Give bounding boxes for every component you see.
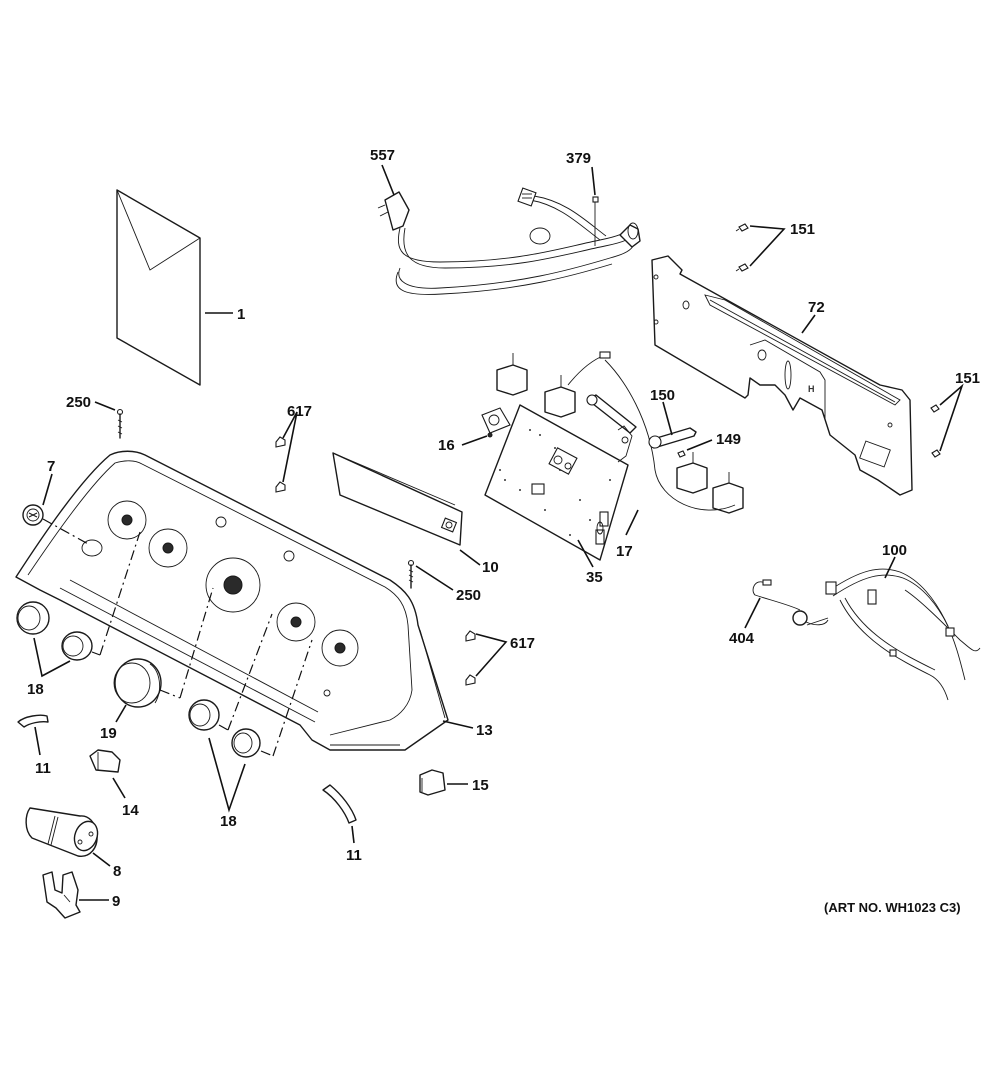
knob-pair-right-part[interactable] (188, 699, 261, 758)
leader-151-top (749, 225, 786, 267)
screw-top-part[interactable] (116, 408, 124, 439)
end-cap-right-part[interactable] (419, 769, 446, 796)
callout-617-top[interactable]: 617 (287, 403, 312, 420)
leader-18-right (208, 737, 246, 813)
knob-right-assembly-line-4 (272, 639, 313, 757)
leader-13 (442, 720, 474, 729)
leader-617-top (282, 411, 298, 483)
console-part[interactable] (15, 450, 449, 751)
callout-250-mid[interactable]: 250 (456, 587, 481, 604)
lens-left-part[interactable] (17, 714, 49, 728)
lever-screw-part[interactable] (677, 450, 686, 458)
callout-250-top[interactable]: 250 (66, 394, 91, 411)
callout-557[interactable]: 557 (370, 147, 395, 164)
end-cap-left-part[interactable] (89, 749, 121, 773)
callout-379[interactable]: 379 (566, 150, 591, 167)
leader-617-bottom (475, 633, 508, 677)
callout-151-right[interactable]: 151 (955, 370, 980, 387)
leader-14 (112, 777, 126, 799)
badge-assembly-line (42, 518, 91, 546)
badge-part[interactable] (22, 504, 44, 526)
callout-13[interactable]: 13 (476, 722, 493, 739)
leader-250-mid (415, 565, 454, 591)
leader-19 (115, 704, 127, 723)
callout-404[interactable]: 404 (729, 630, 755, 647)
rear-panel-part[interactable]: H (651, 255, 913, 496)
leader-379 (591, 166, 596, 196)
clips-bottom-part[interactable] (465, 630, 476, 686)
clips-top-part[interactable] (275, 436, 286, 493)
knob-right-assembly-line-3 (260, 750, 274, 757)
leader-557 (381, 164, 395, 196)
leader-16 (461, 435, 488, 446)
callout-17[interactable]: 17 (616, 543, 633, 560)
callout-150[interactable]: 150 (650, 387, 675, 404)
leader-149 (686, 439, 713, 451)
sensor-harness-part[interactable] (752, 579, 829, 626)
capacitor-part[interactable] (25, 807, 101, 857)
knob-large-assembly-line-2 (179, 587, 214, 699)
callout-100[interactable]: 100 (882, 542, 907, 559)
keypad-board-part[interactable] (481, 407, 511, 438)
callout-7[interactable]: 7 (47, 458, 55, 475)
knob-large-part[interactable] (113, 658, 162, 708)
callout-11-left[interactable]: 11 (35, 760, 51, 777)
knob-assembly-line-1 (91, 651, 101, 656)
rear-screws-top-part[interactable] (735, 223, 749, 272)
lens-right-part[interactable] (322, 784, 357, 824)
leader-18-left (33, 637, 71, 678)
callout-19[interactable]: 19 (100, 725, 117, 742)
leader-8 (92, 852, 111, 867)
main-harness-part[interactable] (825, 568, 981, 701)
leader-151-right (939, 383, 964, 452)
svg-text:H: H (808, 384, 815, 394)
knob-pair-left-part[interactable] (16, 601, 93, 661)
manual-part[interactable] (116, 189, 201, 386)
callout-9[interactable]: 9 (112, 893, 120, 910)
capacitor-bracket-part[interactable] (42, 871, 81, 919)
knob-assembly-line-2 (99, 531, 141, 656)
knob-right-assembly-line-1 (218, 724, 229, 731)
callout-16[interactable]: 16 (438, 437, 455, 454)
cord-screw-part[interactable] (592, 196, 599, 246)
leader-11-left (34, 726, 41, 756)
callout-10[interactable]: 10 (482, 559, 499, 576)
leader-250-top (94, 401, 116, 411)
knob-large-assembly-line (159, 689, 181, 699)
leader-72 (801, 314, 816, 334)
callout-11-right[interactable]: 11 (346, 847, 362, 864)
leader-10 (459, 549, 481, 566)
callout-14[interactable]: 14 (122, 802, 139, 819)
leader-7 (42, 473, 53, 506)
leader-404 (744, 597, 761, 629)
control-board-part[interactable] (484, 404, 629, 561)
leader-35 (577, 539, 594, 568)
callout-15[interactable]: 15 (472, 777, 489, 794)
switch-harness-part[interactable] (496, 351, 744, 514)
display-cover-part[interactable] (332, 452, 463, 546)
callout-149[interactable]: 149 (716, 431, 741, 448)
leader-150 (662, 401, 673, 436)
screw-mid-part[interactable] (407, 559, 415, 589)
power-cord-part[interactable] (377, 187, 641, 295)
callout-151-top[interactable]: 151 (790, 221, 815, 238)
callout-617-bottom[interactable]: 617 (510, 635, 535, 652)
knob-right-assembly-line-2 (227, 613, 273, 731)
callout-35[interactable]: 35 (586, 569, 603, 586)
callout-18-right[interactable]: 18 (220, 813, 237, 830)
leader-17 (625, 509, 639, 536)
callout-8[interactable]: 8 (113, 863, 121, 880)
leader-100 (884, 556, 896, 579)
callout-18-left[interactable]: 18 (27, 681, 44, 698)
art-number-caption: (ART NO. WH1023 C3) (824, 900, 961, 915)
callout-1[interactable]: 1 (237, 306, 245, 323)
leader-11-right (351, 825, 355, 844)
callout-72[interactable]: 72 (808, 299, 825, 316)
lever-part[interactable] (586, 394, 697, 463)
rear-screws-right-part[interactable] (930, 404, 941, 458)
